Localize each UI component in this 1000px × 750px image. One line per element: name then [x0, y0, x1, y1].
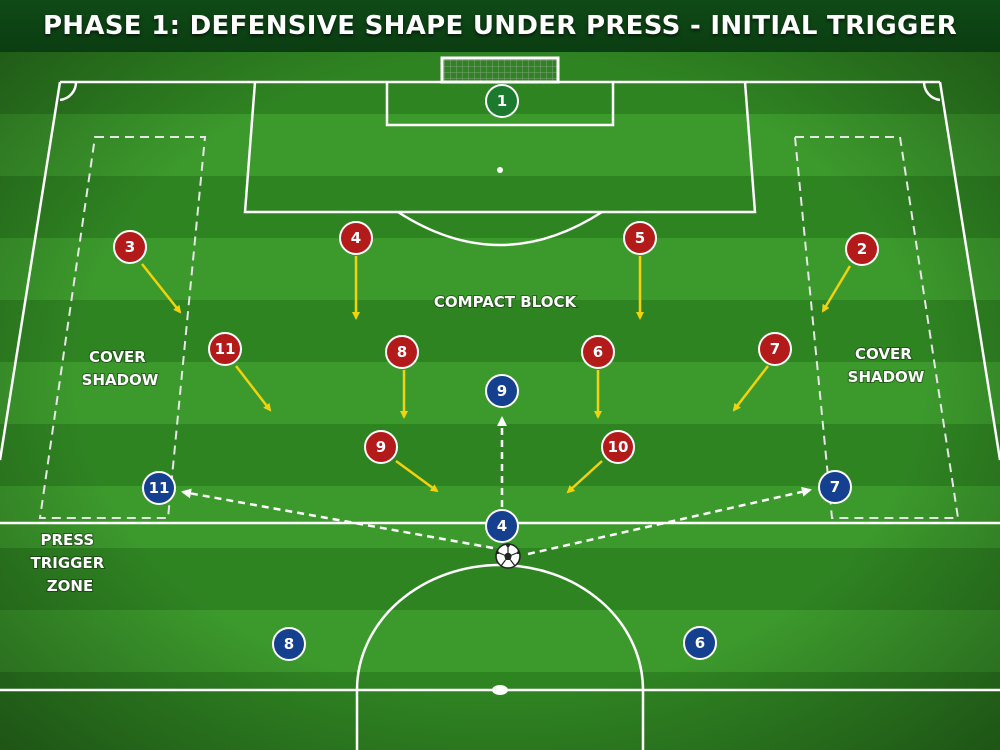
player-number: 7	[770, 340, 780, 358]
press-trigger-zone-label: PRESS TRIGGER ZONE	[30, 531, 109, 595]
goal	[440, 56, 560, 84]
cover-shadow-right-label: COVER SHADOW	[848, 345, 925, 386]
cover-shadow-zone-right	[793, 136, 960, 519]
player-number: 11	[149, 479, 170, 497]
movement-arrow	[395, 459, 439, 493]
red-player-token: 6	[581, 335, 615, 369]
blue-player-token: 7	[818, 470, 852, 504]
player-number: 3	[125, 238, 135, 256]
red-player-token: 7	[758, 332, 792, 366]
blue-player-token: 4	[485, 509, 519, 543]
player-number: 2	[857, 240, 867, 258]
red-player-token: 8	[385, 335, 419, 369]
diagram-title: PHASE 1: DEFENSIVE SHAPE UNDER PRESS - I…	[42, 11, 958, 41]
six-yard-box	[385, 82, 615, 127]
movement-arrow	[566, 460, 603, 494]
penalty-arc	[397, 210, 603, 247]
player-number: 6	[695, 634, 705, 652]
corner-arc-left	[59, 81, 78, 102]
red-player-token: 9	[364, 430, 398, 464]
title-bar: PHASE 1: DEFENSIVE SHAPE UNDER PRESS - I…	[0, 0, 1000, 52]
red-player-token: 5	[623, 221, 657, 255]
movement-arrow	[821, 265, 852, 313]
red-player-token: 3	[113, 230, 147, 264]
player-number: 9	[376, 438, 386, 456]
player-number: 5	[635, 229, 645, 247]
blue-player-token: 6	[683, 626, 717, 660]
blue-player-token: 9	[485, 374, 519, 408]
player-number: 9	[497, 382, 507, 400]
goalkeeper-token: 1	[485, 84, 519, 118]
compact-block-label: COMPACT BLOCK	[434, 293, 578, 311]
football-icon	[495, 543, 521, 569]
movement-arrow	[732, 365, 769, 412]
player-number: 6	[593, 343, 603, 361]
player-number: 1	[497, 92, 507, 110]
red-player-token: 4	[339, 221, 373, 255]
player-number: 7	[830, 478, 840, 496]
red-player-token: 11	[208, 332, 242, 366]
player-number: 11	[215, 340, 236, 358]
movement-arrow	[141, 263, 182, 314]
red-player-token: 2	[845, 232, 879, 266]
corner-arc-right	[922, 81, 941, 102]
pass-option-arrow	[527, 486, 812, 556]
blue-player-token: 11	[142, 471, 176, 505]
player-number: 4	[351, 229, 361, 247]
blue-player-token: 8	[272, 627, 306, 661]
movement-arrow	[235, 365, 272, 412]
penalty-spot	[497, 167, 503, 173]
touchline-right	[938, 81, 1000, 461]
defending-team: 3 4 5 2 11 8 6 7 9 10	[113, 221, 879, 464]
touchline-left	[0, 81, 62, 461]
penalty-box	[243, 81, 757, 214]
player-number: 8	[284, 635, 294, 653]
pass-option-arrow	[181, 488, 494, 550]
player-number: 8	[397, 343, 407, 361]
cover-shadow-left-label: COVER SHADOW	[82, 348, 159, 389]
player-number: 4	[497, 517, 507, 535]
attacking-team: 9 11 4 7 8 6	[142, 374, 852, 661]
player-number: 10	[608, 438, 629, 456]
centre-spot	[492, 685, 508, 695]
red-player-token: 10	[601, 430, 635, 464]
